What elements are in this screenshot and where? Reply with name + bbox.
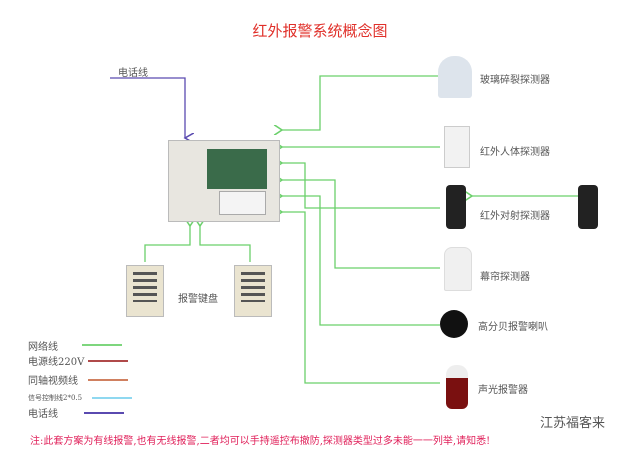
alarm-panel [168,140,280,222]
beam-detector [446,185,466,229]
line-glass [282,75,440,130]
pir-detector [444,126,470,168]
brand-watermark: 江苏福客来 [540,416,606,431]
curtain-detector [444,247,472,291]
line-keypad [144,226,190,262]
keypad-1 [126,265,164,317]
legend-label: 同轴视频线 [28,376,78,387]
line-beam [282,163,440,209]
beam-detector-pair [578,185,598,229]
device-label: 幕帘探测器 [480,272,530,283]
device-label: 红外对射探测器 [480,211,550,222]
horn-speaker [440,310,468,338]
legend-swatch [84,412,124,414]
legend-swatch [92,397,132,399]
line-horn [282,196,440,326]
device-label: 玻璃碎裂探测器 [480,75,550,86]
legend-swatch [82,344,122,346]
legend-label: 电源线220V [28,357,85,368]
glass-break-detector [438,56,472,98]
line-curtain [282,180,440,269]
legend-label: 电话线 [28,409,58,420]
line-phone [110,77,185,138]
footnote: 注:此套方案为有线报警,也有无线报警,二者均可以手持遥控布撤防,探测器类型过多未… [30,436,491,447]
phone-line-label: 电话线 [118,68,148,79]
keyboard-label: 报警键盘 [178,294,218,305]
keypad-2 [234,265,272,317]
legend-label: 网络线 [28,342,58,353]
strobe-siren [446,365,468,409]
legend-label: 信号控制线2*0.5 [28,394,83,402]
device-label: 高分贝报警喇叭 [478,322,548,333]
device-label: 红外人体探测器 [480,147,550,158]
legend-swatch [88,360,128,362]
diagram-title: 红外报警系统概念图 [252,22,388,40]
device-label: 声光报警器 [478,385,528,396]
legend-swatch [88,379,128,381]
line-strobe [282,212,440,384]
